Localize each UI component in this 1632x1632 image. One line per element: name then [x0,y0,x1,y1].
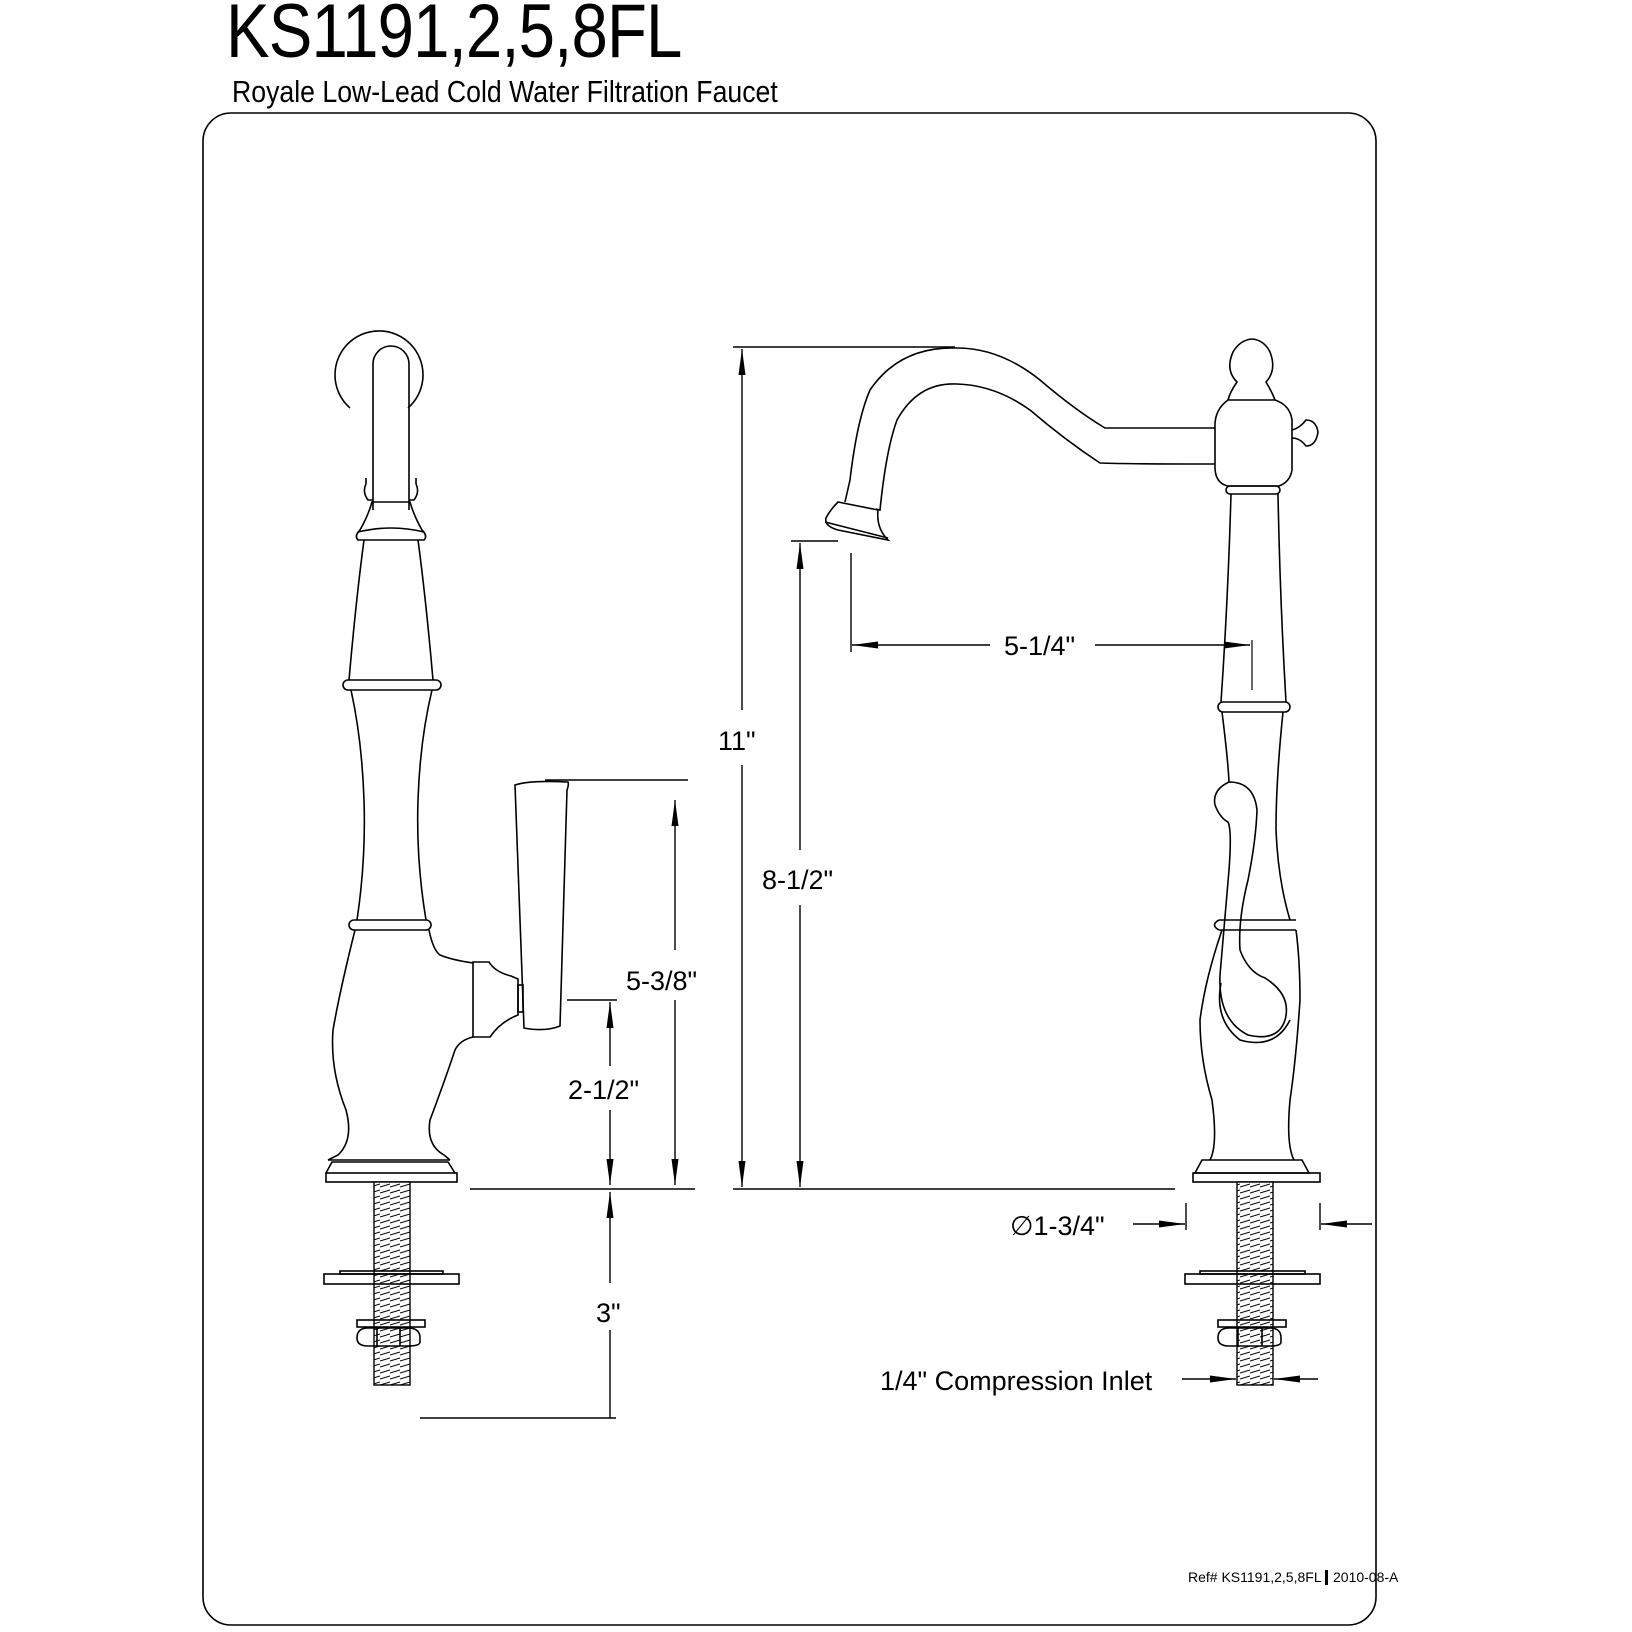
front-view-dimensions: 11" 8-1/2" 5-1/4" ∅1-3/4" 1/4" Compressi… [718,346,1372,1396]
reference-separator [1325,1570,1328,1585]
dim-compression-inlet: 1/4" Compression Inlet [880,1366,1153,1396]
model-number-title: KS1191,2,5,8FL [226,0,682,74]
product-description: Royale Low-Lead Cold Water Filtration Fa… [232,74,778,109]
dim-handle-height: 5-3/8" [626,966,697,996]
drawing-frame [202,112,1377,1626]
reference-number: Ref# KS1191,2,5,8FL [1188,1569,1322,1585]
dim-spout-clearance: 8-1/2" [762,865,833,895]
footer-reference: Ref# KS1191,2,5,8FL 2010-08-A [1188,1569,1399,1585]
dim-shank-length: 3" [596,1298,621,1328]
dim-handle-base-height: 2-1/2" [568,1075,639,1105]
side-view-dimensions: 5-3/8" 2-1/2" 3" [420,779,697,1419]
dim-overall-height: 11" [718,726,756,756]
side-view-faucet [323,330,570,1386]
dim-spout-reach: 5-1/4" [1004,631,1075,661]
dim-base-diameter: ∅1-3/4" [1010,1211,1105,1241]
front-view-faucet [824,338,1321,1386]
revision-code: 2010-08-A [1333,1569,1399,1585]
